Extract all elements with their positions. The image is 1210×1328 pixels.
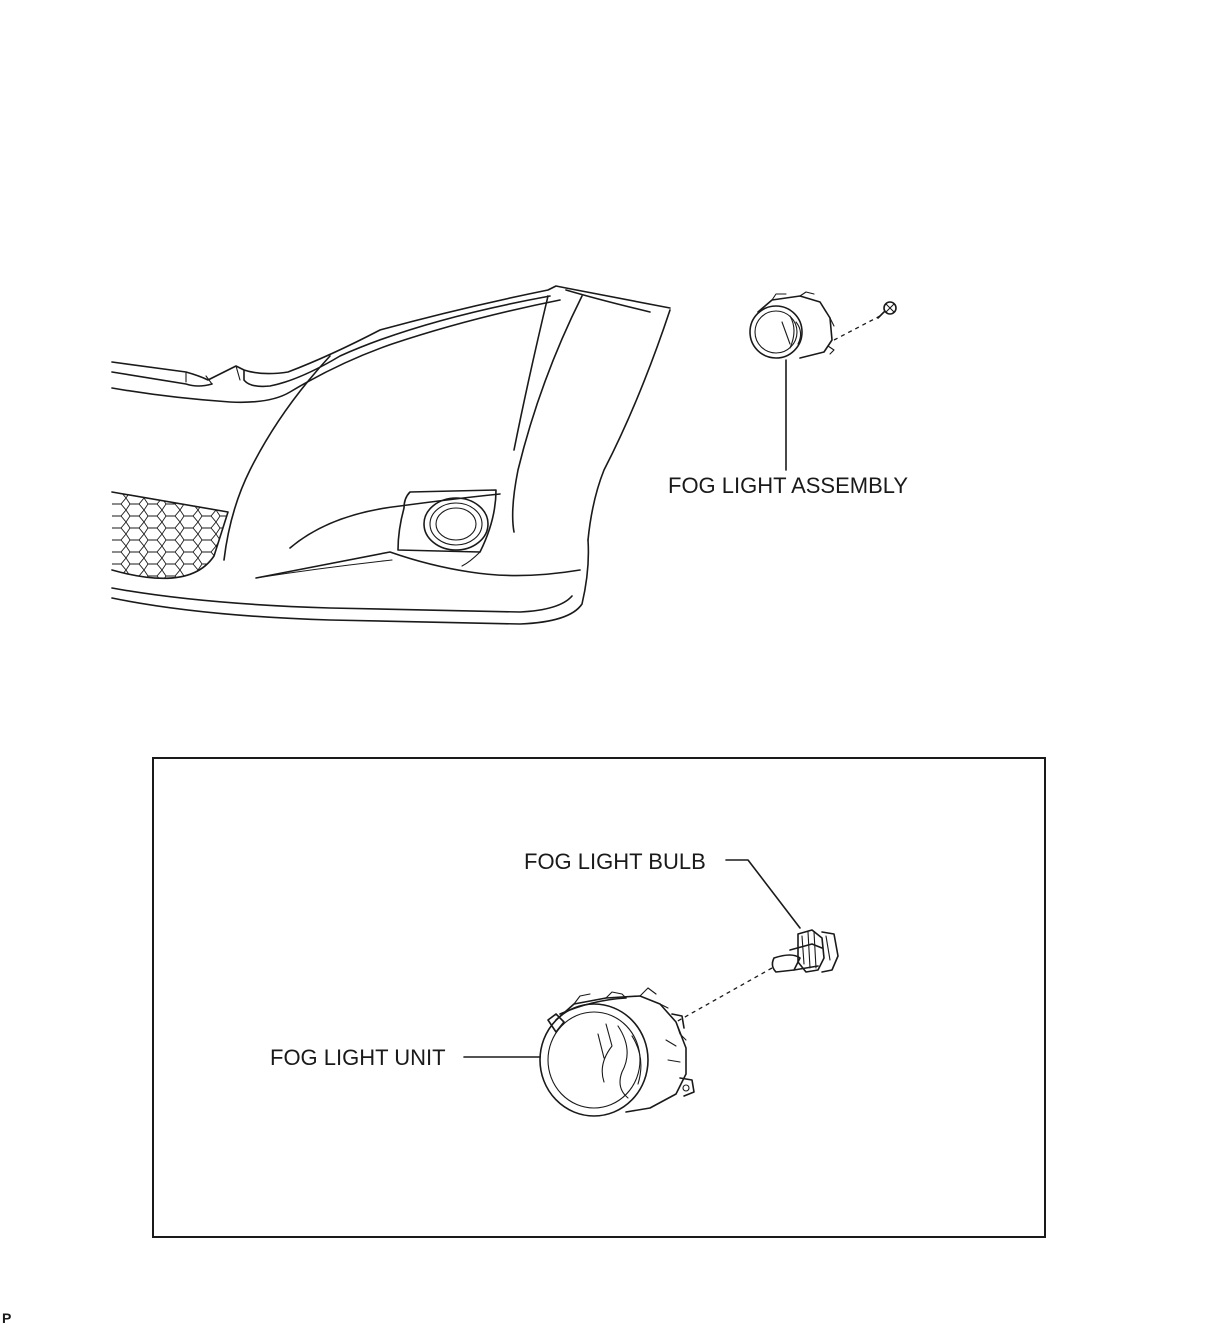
fog-light-assembly-label: FOG LIGHT ASSEMBLY: [668, 473, 908, 498]
detail-frame: [152, 757, 1046, 1238]
fog-light-bulb-label: FOG LIGHT BULB: [524, 849, 706, 874]
fog-light-bulb-illustration: [771, 929, 839, 973]
fog-light-unit-illustration: [539, 987, 695, 1117]
front-bumper-illustration: [111, 285, 671, 625]
corner-mark: P: [2, 1310, 11, 1326]
fog-light-unit-label: FOG LIGHT UNIT: [270, 1045, 446, 1070]
screw-icon: [877, 301, 897, 319]
fog-light-assembly-illustration: [749, 291, 897, 471]
